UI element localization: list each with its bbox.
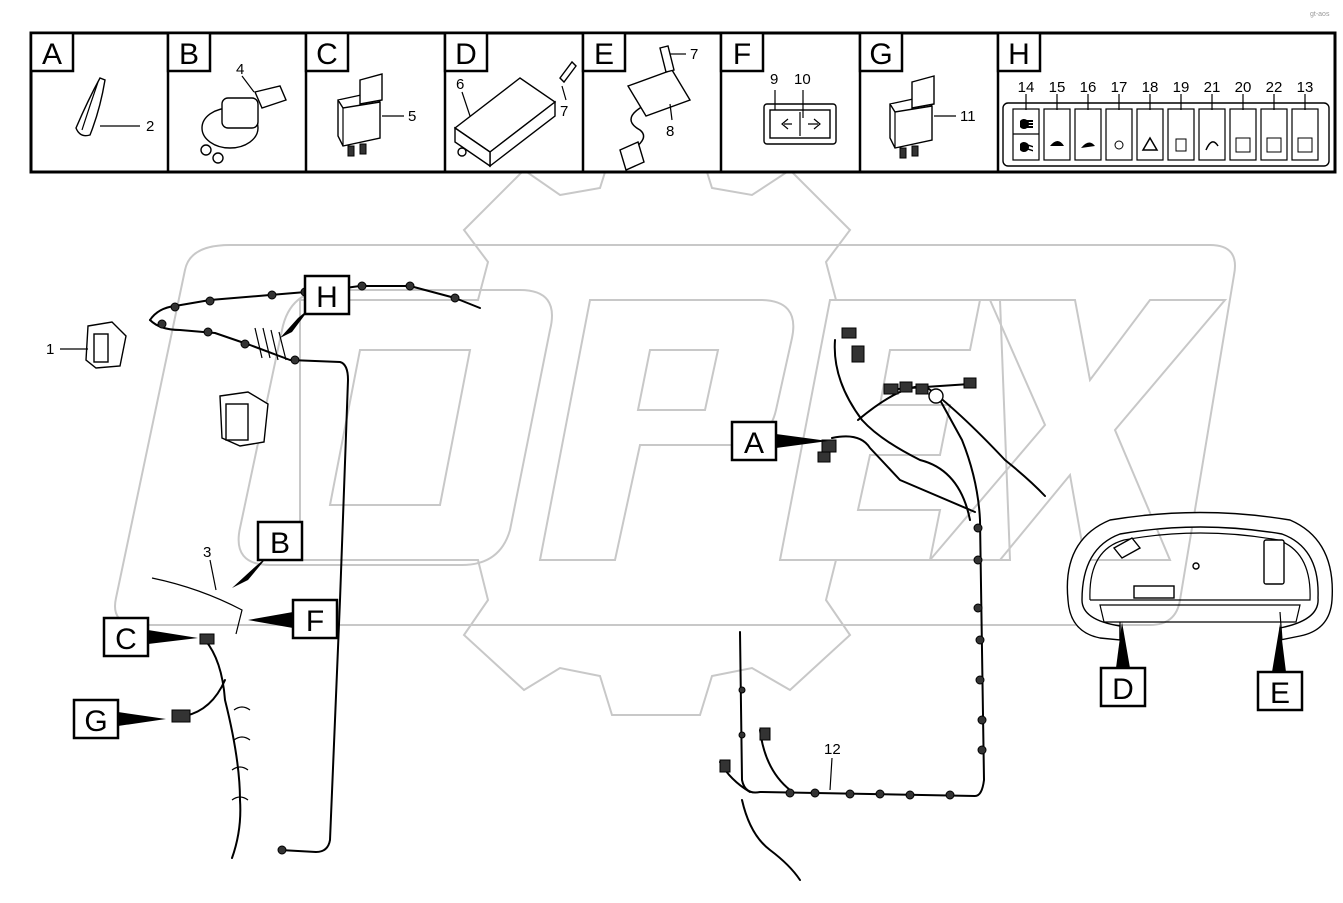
fan-icon [1175, 138, 1187, 152]
right-wiring-harness: 12 [719, 327, 1046, 881]
callout-a: A [744, 427, 764, 460]
label-15: 15 [1049, 79, 1066, 96]
label-3: 3 [203, 544, 211, 561]
hazard-icon [1141, 136, 1159, 151]
right-connectors [719, 327, 987, 800]
switch-icons [1020, 118, 1313, 153]
callout-h: H [316, 281, 338, 314]
label-20: 20 [1235, 79, 1252, 96]
beacon-icon [1114, 140, 1124, 150]
label-9: 9 [770, 71, 778, 88]
work-light-icon [1050, 141, 1064, 146]
label-12: 12 [824, 741, 841, 758]
label-8: 8 [666, 123, 674, 140]
panel-h-letter: H [1008, 38, 1030, 71]
panel-a: A 2 [29, 31, 154, 137]
ignition-switch-icon [200, 85, 287, 164]
panel-e: E 7 8 [581, 31, 698, 171]
label-17: 17 [1111, 79, 1128, 96]
low-beam-icon [1020, 142, 1033, 153]
callout-g: G [84, 705, 107, 738]
relay-icon-g [889, 75, 935, 159]
label-4: 4 [236, 61, 244, 78]
letter-x-watermark [927, 299, 1228, 561]
dashboard-console [1066, 511, 1334, 641]
legend-bar: A 2 B 4 C [29, 31, 1337, 174]
label-14: 14 [1018, 79, 1035, 96]
panel-g-letter: G [869, 38, 892, 71]
label-1: 1 [46, 341, 54, 358]
harness-connectors [157, 281, 460, 855]
label-13: 13 [1297, 79, 1314, 96]
panel-g: G 11 [858, 31, 976, 159]
panel-h: H [996, 31, 1330, 167]
letter-o-watermark [237, 289, 553, 566]
cable-tie-icon [75, 77, 106, 137]
label-19: 19 [1173, 79, 1190, 96]
relay-icon [337, 73, 383, 157]
callout-e: E [1270, 677, 1290, 710]
work-light-rear-icon [1081, 142, 1095, 148]
panel-b-letter: B [179, 38, 199, 71]
label-18: 18 [1142, 79, 1159, 96]
label-16: 16 [1080, 79, 1097, 96]
panel-e-letter: E [594, 38, 614, 71]
panel-a-letter: A [42, 38, 62, 71]
label-22: 22 [1266, 79, 1283, 96]
panel-c-letter: C [316, 38, 338, 71]
screw-icon [559, 60, 577, 84]
light-housing-1 [85, 321, 127, 369]
panel-d-letter: D [455, 38, 477, 71]
panel-f: F 9 10 [719, 31, 837, 145]
rounded-band-watermark [114, 244, 1236, 626]
gear-watermark-icon [299, 149, 1012, 716]
control-module-icon [453, 77, 557, 168]
label-21: 21 [1204, 79, 1221, 96]
label-2: 2 [146, 118, 154, 135]
label-6: 6 [456, 76, 464, 93]
letter-p-watermark [538, 299, 795, 561]
label-7-d: 7 [560, 103, 568, 120]
label-10: 10 [794, 71, 811, 88]
opex-watermark [114, 149, 1236, 716]
light-housing-2 [219, 391, 269, 447]
callout-c: C [115, 623, 137, 656]
callout-f: F [306, 605, 324, 638]
callouts: H B F C G A D E [72, 274, 1304, 740]
letter-e-watermark [778, 299, 982, 561]
sensor-icon [619, 45, 692, 171]
headlight-icon [1020, 118, 1033, 129]
panel-c: C 5 [304, 31, 416, 157]
panel-d: D 6 7 [443, 31, 577, 168]
left-wiring-harness: 1 3 [46, 281, 481, 859]
label-5: 5 [408, 108, 416, 125]
label-11: 11 [960, 108, 976, 125]
callout-b: B [270, 527, 290, 560]
panel-f-letter: F [733, 38, 751, 71]
panel-b: B 4 [166, 31, 287, 164]
corner-watermark: gt-aos [1310, 11, 1330, 18]
label-7-e: 7 [690, 46, 698, 63]
wiper-icon [1205, 141, 1219, 151]
callout-d: D [1112, 673, 1134, 706]
turn-signal-switch-icon [763, 103, 837, 145]
